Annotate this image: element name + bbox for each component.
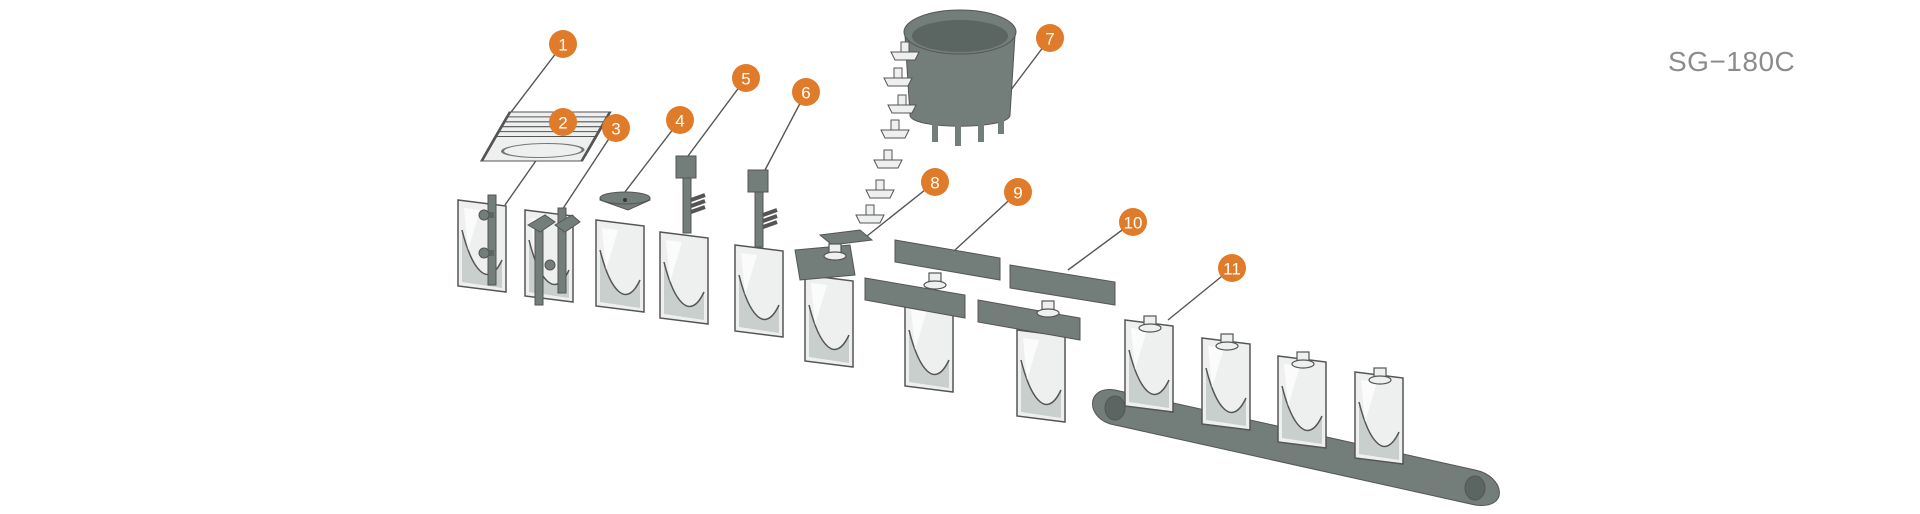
- step-badge-4: 4: [666, 106, 694, 134]
- svg-text:11: 11: [1223, 260, 1241, 279]
- svg-text:4: 4: [675, 112, 684, 131]
- step-badge-8: 8: [921, 168, 949, 196]
- svg-text:9: 9: [1013, 184, 1022, 203]
- svg-text:7: 7: [1045, 30, 1054, 49]
- step-badges: 1 2 3 4 5 6 7 8 9 10 11: [549, 24, 1246, 282]
- filling-nozzle-station: [659, 155, 709, 325]
- svg-text:5: 5: [741, 70, 750, 89]
- bag-opening-station-2: [524, 207, 581, 306]
- step-badge-11: 11: [1218, 254, 1246, 282]
- step-badge-1: 1: [549, 30, 577, 58]
- svg-text:2: 2: [558, 114, 567, 133]
- bag-opening-station: [457, 194, 507, 293]
- second-filling-nozzle-station: [734, 169, 784, 338]
- step-badge-3: 3: [602, 114, 630, 142]
- svg-text:6: 6: [801, 84, 810, 103]
- output-conveyor: [1092, 315, 1500, 506]
- sealing-station: [864, 239, 1001, 393]
- svg-text:1: 1: [558, 36, 567, 55]
- step-badge-5: 5: [732, 64, 760, 92]
- model-label: SG−180C: [1668, 46, 1796, 77]
- step-badge-2: 2: [549, 108, 577, 136]
- sealing-station-2: [977, 264, 1116, 423]
- cap-feeding-bowl: [903, 9, 1017, 146]
- capping-station: [794, 229, 874, 368]
- step-badge-6: 6: [792, 78, 820, 106]
- step-badge-7: 7: [1036, 24, 1064, 52]
- filling-funnel-station: [595, 191, 651, 313]
- svg-text:8: 8: [930, 174, 939, 193]
- step-badge-9: 9: [1004, 178, 1032, 206]
- svg-text:3: 3: [611, 120, 620, 139]
- pouch-stack: [479, 111, 612, 162]
- step-badge-10: 10: [1119, 208, 1147, 236]
- svg-text:10: 10: [1124, 214, 1143, 233]
